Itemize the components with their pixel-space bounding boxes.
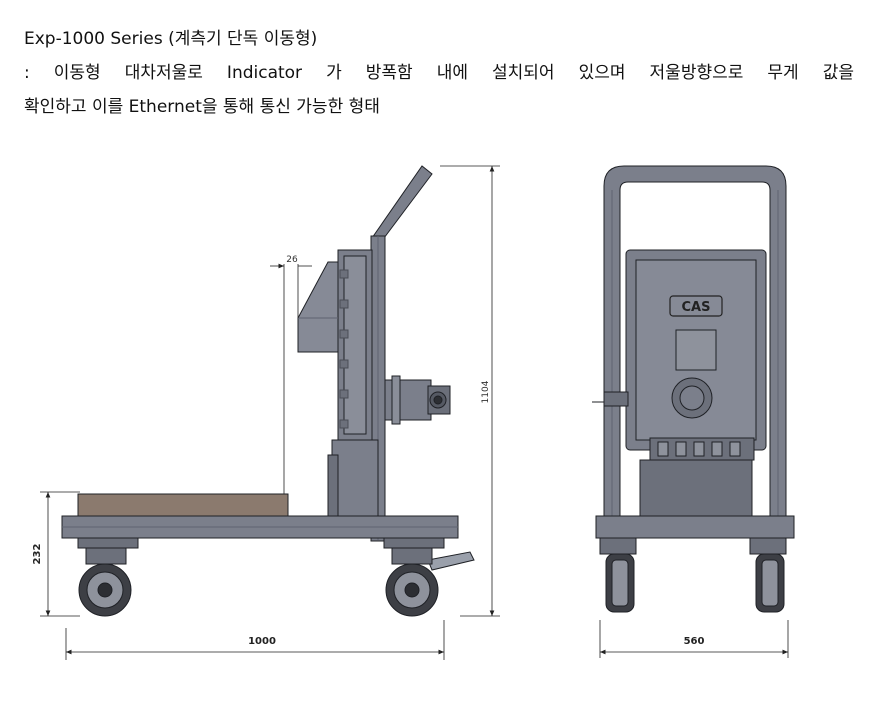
side-column <box>327 439 379 521</box>
front-view: CAS <box>592 165 795 613</box>
side-wheel-left <box>78 547 132 617</box>
description-block: Exp-1000 Series (계측기 단독 이동형) : 이동형 대차저울로… <box>24 22 854 124</box>
front-column <box>639 459 753 517</box>
dim-offset: 26 <box>286 255 298 265</box>
cas-logo-text: CAS <box>682 300 711 315</box>
front-chassis <box>595 515 795 539</box>
dim-width-front: 560 <box>684 636 705 647</box>
dim-width-side: 1000 <box>248 636 276 647</box>
side-wheel-right <box>385 547 439 617</box>
side-brake-pedal <box>427 551 475 571</box>
side-chassis <box>61 515 459 549</box>
side-handle <box>370 165 433 542</box>
side-indicator-housing <box>297 249 451 441</box>
side-dimensions <box>40 165 500 660</box>
description-title: Exp-1000 Series (계측기 단독 이동형) <box>24 29 318 49</box>
dim-height-side: 1104 <box>481 380 491 403</box>
dim-deck-height: 232 <box>32 544 43 565</box>
description-line-3: 확인하고 이를 Ethernet을 통해 통신 가능한 형태 <box>24 97 380 117</box>
cas-logo: CAS <box>669 295 723 317</box>
description-line-2: : 이동형 대차저울로 Indicator 가 방폭함 내에 설치되어 있으며 … <box>24 63 854 83</box>
front-dimensions <box>599 620 789 658</box>
front-wheel-left <box>599 537 637 613</box>
side-view <box>61 165 475 617</box>
front-wheel-right <box>749 537 787 613</box>
front-indicator-box <box>592 249 767 461</box>
side-platform-plate <box>77 493 289 517</box>
